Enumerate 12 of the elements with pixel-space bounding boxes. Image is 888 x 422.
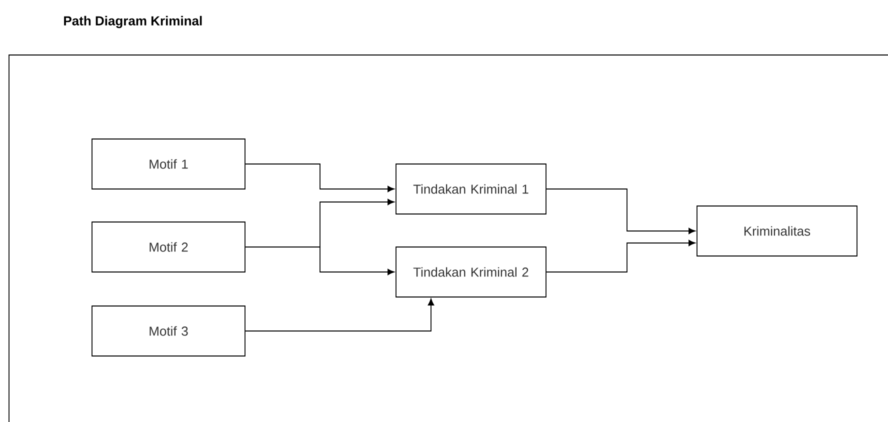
arrow	[546, 240, 696, 272]
process-box: Motif 2	[92, 222, 246, 272]
process-box: Kriminalitas	[696, 206, 858, 256]
title: Path Diagram Kriminal	[64, 16, 202, 28]
process-box: Motif 1	[92, 138, 246, 190]
arrow	[245, 164, 394, 192]
process-box: Tindakan Kriminal 1	[396, 164, 546, 214]
arrow	[245, 246, 394, 276]
process-box: Tindakan Kriminal 2	[396, 246, 546, 298]
process-box: Motif 3	[92, 306, 246, 356]
arrow	[245, 298, 434, 332]
arrow	[546, 188, 696, 234]
